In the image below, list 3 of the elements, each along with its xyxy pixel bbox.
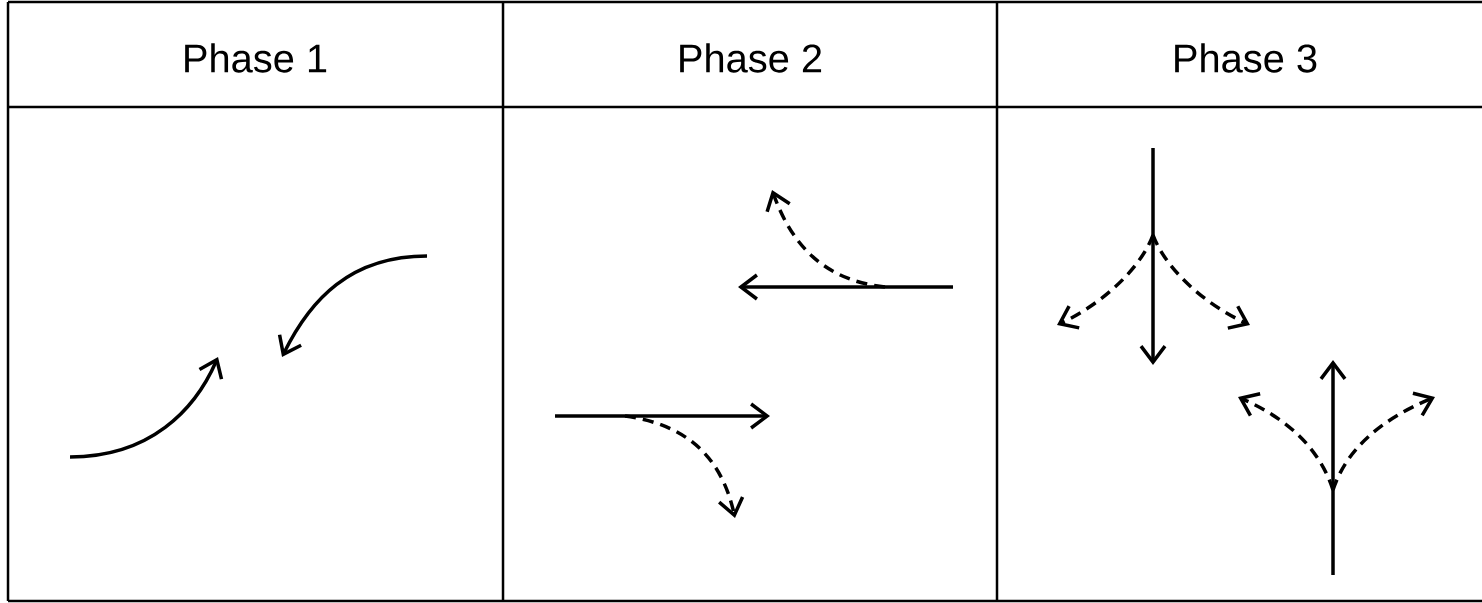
phase-heading: Phase 3 (1175, 43, 1317, 73)
phase-heading: Phase 2 (680, 43, 822, 73)
phase-heading: Phase 1 (185, 43, 327, 73)
